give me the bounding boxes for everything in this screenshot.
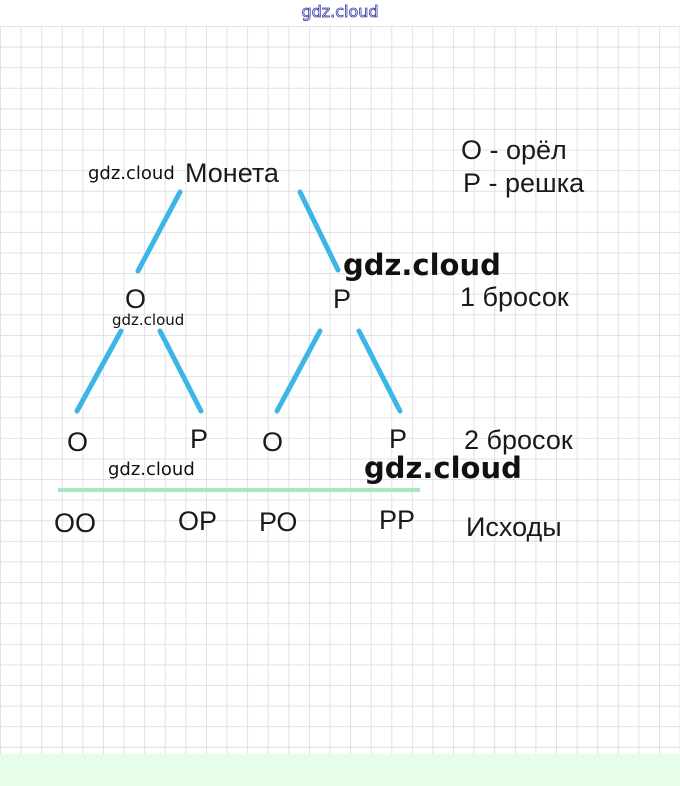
branch-o-left — [74, 328, 124, 414]
branch-root-right — [297, 189, 341, 273]
root-label: Монета — [185, 158, 279, 188]
row-label-outcomes: Исходы — [466, 512, 562, 542]
site-title: gdz.cloud — [301, 2, 379, 22]
level1-node-o: О — [125, 284, 147, 314]
branch-p-right — [356, 328, 403, 414]
branch-p-left — [274, 328, 323, 414]
watermark-1: gdz.cloud — [88, 163, 175, 184]
row-label-throw2: 2 бросок — [464, 425, 573, 455]
outcome-po: РО — [259, 507, 298, 537]
legend-eagle: О - орёл — [461, 135, 567, 165]
outcome-oo: ОО — [54, 508, 97, 538]
row-label-throw1: 1 бросок — [460, 282, 569, 312]
level2-node-p1: Р — [190, 424, 209, 454]
watermark-3: gdz.cloud — [112, 311, 185, 329]
branch-root-left — [135, 189, 183, 274]
outcome-pp: РР — [379, 505, 416, 535]
level2-node-o1: О — [67, 427, 89, 457]
branch-o-right — [157, 328, 204, 414]
top-band — [0, 0, 680, 26]
outcome-op: ОР — [178, 506, 218, 536]
level2-node-p2: Р — [389, 424, 408, 454]
watermark-2: gdz.cloud — [343, 248, 501, 282]
legend-tails: Р - решка — [463, 168, 585, 198]
watermark-5: gdz.cloud — [364, 451, 522, 485]
grid-paper — [0, 26, 680, 754]
level1-node-p: Р — [333, 284, 352, 314]
tree-branches — [74, 189, 403, 414]
bottom-band — [0, 754, 680, 786]
watermark-4: gdz.cloud — [108, 459, 195, 480]
level2-node-o2: О — [262, 427, 284, 457]
